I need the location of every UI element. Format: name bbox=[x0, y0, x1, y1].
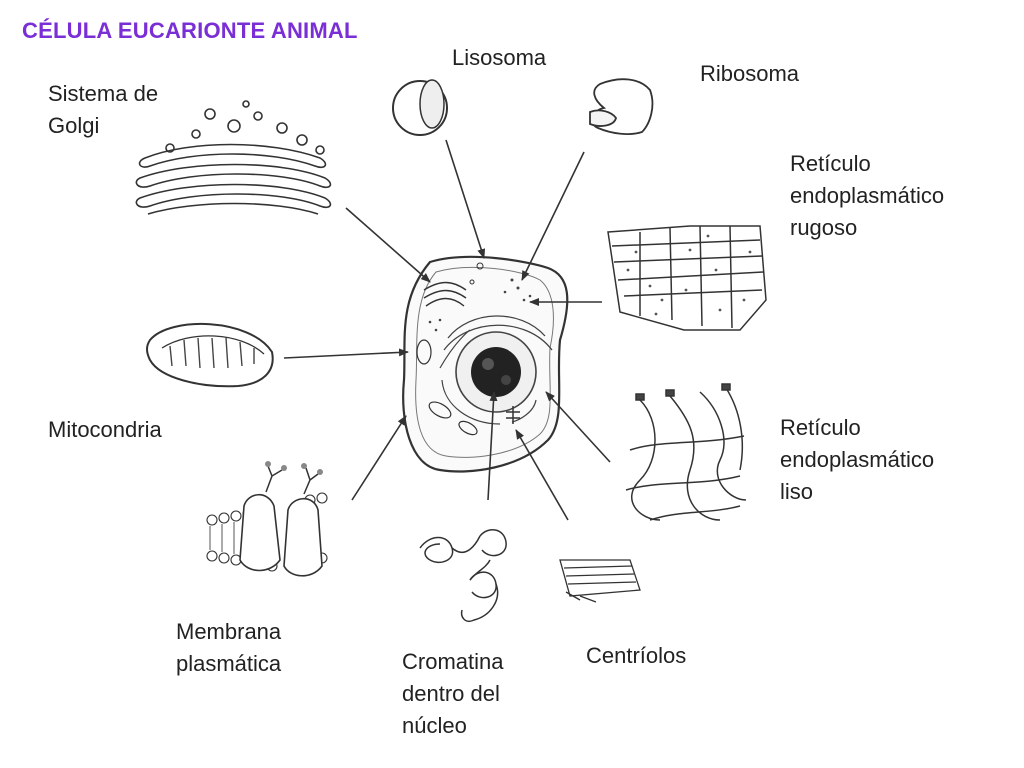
arrow-lisosoma bbox=[445, 139, 486, 259]
rel-illustration bbox=[625, 383, 747, 521]
centriolos-illustration bbox=[559, 559, 641, 603]
arrow-centriolos bbox=[515, 429, 569, 521]
label-membrana: Membrana plasmática bbox=[176, 619, 282, 676]
golgi-illustration bbox=[135, 100, 332, 215]
diagram-title: CÉLULA EUCARIONTE ANIMAL bbox=[22, 18, 358, 43]
label-mitocondria: Mitocondria bbox=[48, 417, 162, 442]
rer-illustration bbox=[607, 225, 767, 331]
lisosoma-illustration bbox=[392, 79, 448, 136]
arrow-membrana bbox=[351, 415, 407, 501]
arrow-cromatina bbox=[487, 391, 498, 501]
central-cell bbox=[402, 255, 569, 473]
arrow-mitocondria bbox=[283, 348, 409, 359]
cromatina-illustration bbox=[419, 529, 507, 622]
membrana-illustration bbox=[206, 461, 328, 577]
label-reticulo-rugoso: Retículo endoplasmático rugoso bbox=[790, 151, 945, 240]
label-lisosoma: Lisosoma bbox=[452, 45, 547, 70]
mitocondria-illustration bbox=[146, 322, 274, 388]
ribosoma-illustration bbox=[589, 78, 654, 135]
label-ribosoma: Ribosoma bbox=[700, 61, 800, 86]
label-golgi: Sistema de Golgi bbox=[48, 81, 159, 138]
label-cromatina: Cromatina dentro del núcleo bbox=[402, 649, 504, 738]
arrow-golgi bbox=[345, 207, 431, 283]
arrow-rel bbox=[545, 391, 611, 463]
label-reticulo-liso: Retículo endoplasmático liso bbox=[780, 415, 935, 504]
label-centriolos: Centríolos bbox=[586, 643, 687, 668]
arrows bbox=[283, 139, 611, 521]
chromatin-mass bbox=[471, 347, 521, 397]
arrow-ribosoma bbox=[521, 151, 585, 281]
